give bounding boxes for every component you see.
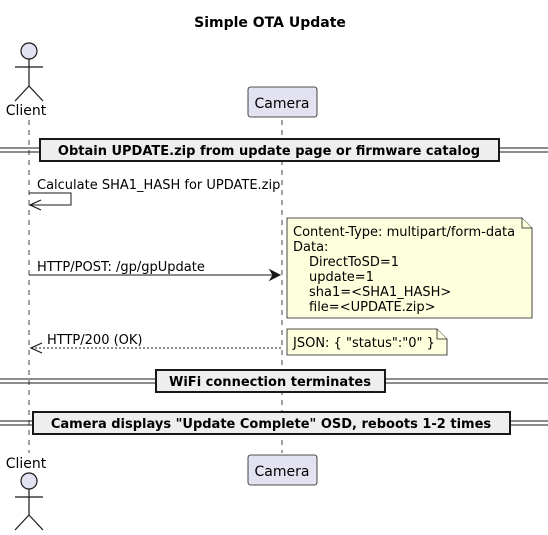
arrowhead-icon [268,268,282,282]
self-message-sha1: Calculate SHA1_HASH for UPDATE.zip [28,178,280,211]
note-line: update=1 [309,270,374,285]
actor-head-icon [20,472,38,490]
divider-camera-reboots: Camera displays "Update Complete" OSD, r… [0,411,548,435]
divider-label: Obtain UPDATE.zip from update page or fi… [58,144,480,159]
note-request-data: Content-Type: multipart/form-data Data: … [286,217,533,319]
divider-obtain-update: Obtain UPDATE.zip from update page or fi… [0,138,548,162]
diagram-title: Simple OTA Update [194,15,346,31]
note-line: DirectToSD=1 [309,255,399,270]
response-message-ok: HTTP/200 (OK) [29,333,282,354]
message-label: Calculate SHA1_HASH for UPDATE.zip [37,178,280,193]
note-line: sha1=<SHA1_HASH> [309,285,451,300]
camera-participant-top [247,86,318,118]
note-response-json: JSON: { "status":"0" } [286,328,448,356]
note-line: JSON: { "status":"0" } [292,336,435,351]
divider-wifi-terminates: WiFi connection terminates [0,369,548,393]
note-line: Content-Type: multipart/form-data [293,225,515,240]
actor-head-icon [20,42,38,60]
message-label: HTTP/200 (OK) [47,333,143,348]
client-label-bottom: Client [6,456,47,472]
divider-label: WiFi connection terminates [169,375,371,390]
request-message-post: HTTP/POST: /gp/gpUpdate [29,260,282,282]
camera-participant-bottom [247,454,318,486]
client-actor-bottom [14,472,44,531]
message-label: HTTP/POST: /gp/gpUpdate [37,260,205,275]
camera-label-bottom: Camera [255,464,310,480]
arrowhead-icon [28,199,42,211]
divider-label: Camera displays "Update Complete" OSD, r… [51,417,492,432]
client-label-top: Client [6,103,47,119]
note-line: file=<UPDATE.zip> [309,300,435,315]
camera-label-top: Camera [255,96,310,112]
arrowhead-icon [29,342,43,354]
client-actor-top [14,42,44,102]
note-line: Data: [293,240,328,255]
